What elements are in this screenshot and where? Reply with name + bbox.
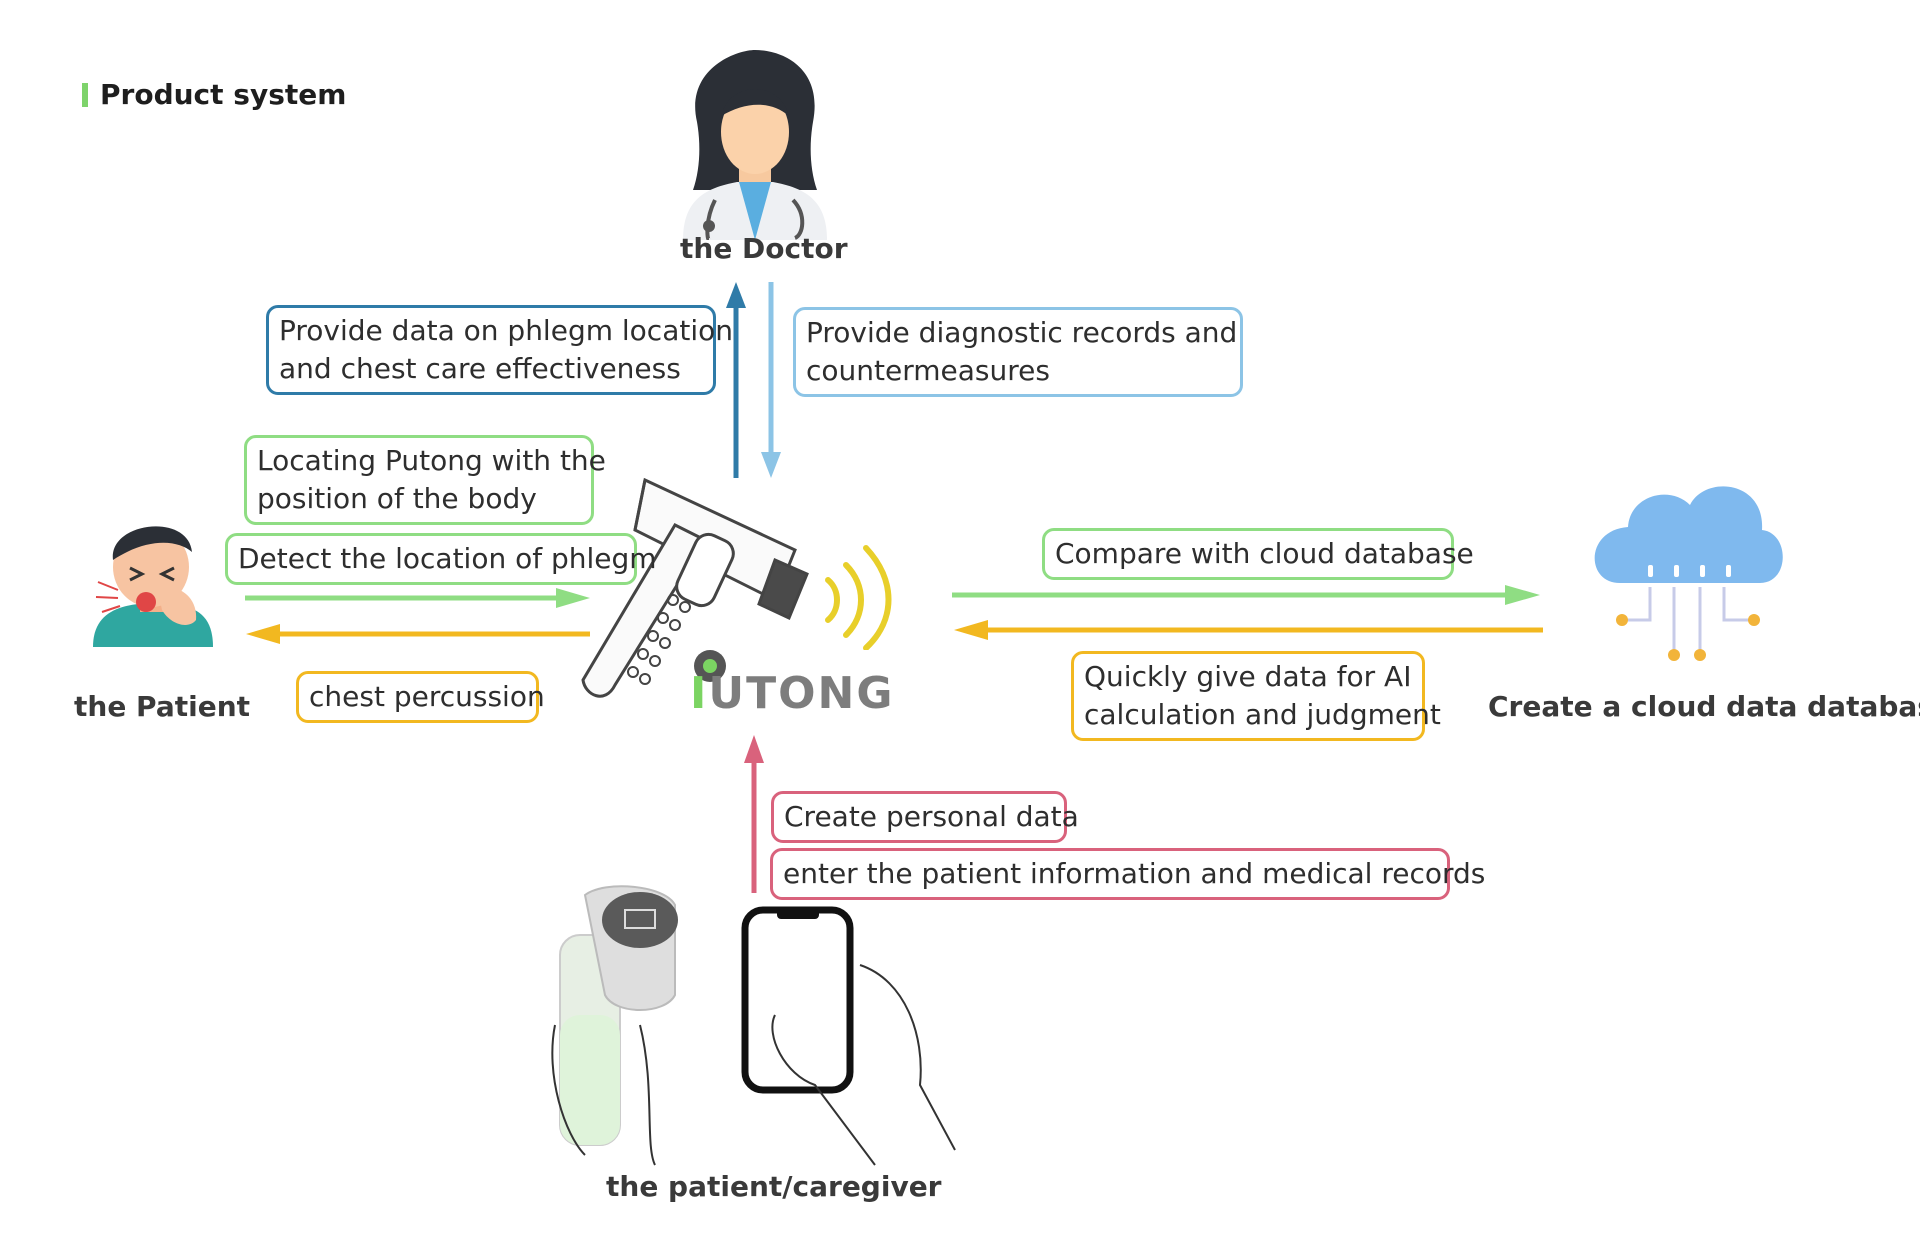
- wireless-signal-icon: [825, 545, 892, 650]
- flow-box-to-doctor: Provide data on phlegm location and ches…: [266, 305, 733, 395]
- cloud-icon: [1594, 486, 1783, 661]
- flow-from-doctor-line2: countermeasures: [806, 354, 1050, 387]
- header-accent-bar: [82, 82, 88, 107]
- arrow-cloud-to-device-head: [954, 620, 988, 640]
- flow-ai-calc-line1: Quickly give data for AI: [1084, 660, 1412, 693]
- flow-box-create-personal: Create personal data: [771, 791, 1079, 843]
- arrow-patient-to-device-head: [556, 588, 590, 608]
- arrow-to-doctor-head: [726, 282, 746, 308]
- arrow-caregiver-to-device-head: [744, 735, 764, 763]
- flow-to-doctor-line1: Provide data on phlegm location: [279, 314, 733, 347]
- caregiver-devices-icon: [551, 885, 956, 1166]
- flow-enter-info-text: enter the patient information and medica…: [783, 857, 1486, 890]
- flow-box-from-doctor: Provide diagnostic records and counterme…: [793, 307, 1243, 397]
- flow-compare-cloud-text: Compare with cloud database: [1055, 537, 1474, 570]
- flow-ai-calc-line2: calculation and judgment: [1084, 698, 1441, 731]
- doctor-icon: [683, 50, 827, 240]
- flow-detect-text: Detect the location of phlegm: [238, 542, 657, 575]
- putong-device-icon: [581, 477, 809, 698]
- flow-locating-line2: position of the body: [257, 482, 537, 515]
- patient-icon: [93, 526, 213, 647]
- cloud-label: Create a cloud data database: [1488, 690, 1920, 723]
- arrow-from-doctor-head: [761, 452, 781, 478]
- flow-box-ai-calc: Quickly give data for AI calculation and…: [1071, 651, 1441, 741]
- doctor-label: the Doctor: [680, 232, 848, 265]
- flow-to-doctor-line2: and chest care effectiveness: [279, 352, 681, 385]
- flow-create-personal-text: Create personal data: [784, 800, 1079, 833]
- logo-rest: UTONG: [708, 668, 895, 719]
- flow-from-doctor-line1: Provide diagnostic records and: [806, 316, 1238, 349]
- flow-box-detect: Detect the location of phlegm: [225, 533, 657, 585]
- flow-box-locating: Locating Putong with the position of the…: [244, 435, 606, 525]
- flow-percussion-text: chest percussion: [309, 680, 545, 713]
- page-title: Product system: [100, 78, 347, 111]
- flow-box-compare-cloud: Compare with cloud database: [1042, 528, 1474, 580]
- patient-label: the Patient: [74, 690, 251, 723]
- logo-mark-icon: [694, 650, 726, 682]
- caregiver-label: the patient/caregiver: [606, 1170, 942, 1203]
- flow-box-enter-info: enter the patient information and medica…: [770, 848, 1485, 900]
- flow-locating-line1: Locating Putong with the: [257, 444, 606, 477]
- logo-first-letter: I: [690, 668, 709, 719]
- flow-box-percussion: chest percussion: [296, 671, 545, 723]
- arrow-device-to-patient-head: [246, 624, 280, 644]
- putong-logo: IUTONG: [690, 668, 894, 719]
- section-header: Product system: [82, 78, 346, 111]
- arrow-device-to-cloud-head: [1505, 585, 1540, 605]
